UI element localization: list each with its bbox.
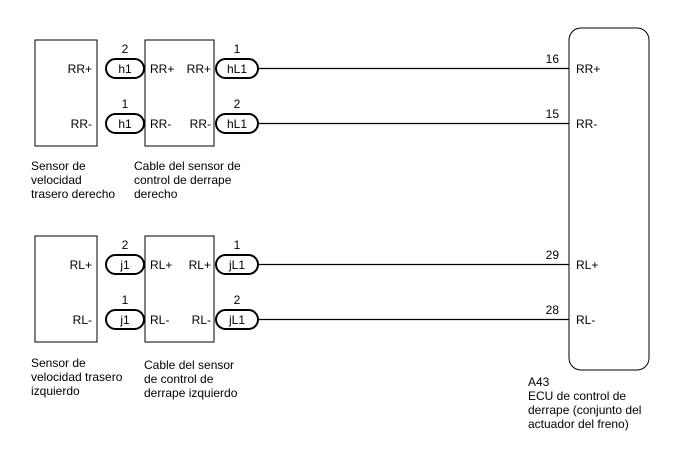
rl-cable-in-minus: RL- [150, 313, 169, 327]
rl-cable-out-plus: RL+ [189, 258, 211, 272]
ecu-terminal-rl-plus: RL+ [576, 258, 598, 272]
rl-cable-out-minus: RL- [192, 313, 211, 327]
rr-sensor-caption-3: trasero derecho [31, 187, 115, 201]
left-cable-caption-1: Cable del sensor [144, 358, 234, 372]
j1-connector-plus [105, 254, 145, 275]
ecu-pin-28: 28 [546, 303, 560, 317]
ecu-terminal-rr-plus: RR+ [576, 62, 600, 76]
left-sensor-cable-box [144, 235, 215, 343]
left-cable-caption-3: derrape izquierdo [144, 386, 238, 400]
right-cable-caption-3: derecho [134, 187, 178, 201]
rr-cable-out-plus: RR+ [187, 62, 211, 76]
hl1-pin-number-minus: 2 [234, 97, 241, 111]
h1-connector-minus [105, 113, 145, 134]
rear-right-speed-sensor-box [34, 39, 98, 147]
rr-cable-in-plus: RR+ [150, 62, 174, 76]
ecu-terminal-rl-minus: RL- [576, 313, 595, 327]
rl-sensor-pin-plus: RL+ [70, 258, 92, 272]
jl1-pin-number-minus: 2 [234, 293, 241, 307]
jl1-connector-label-minus: jL1 [228, 313, 245, 327]
rr-sensor-caption-1: Sensor de [31, 159, 86, 173]
h1-connector-plus [105, 58, 145, 79]
rear-left-speed-sensor-box [34, 235, 98, 343]
ecu-pin-29: 29 [546, 248, 560, 262]
rr-cable-out-minus: RR- [190, 117, 211, 131]
rr-sensor-pin-plus: RR+ [68, 62, 92, 76]
rr-sensor-caption-2: velocidad [31, 173, 82, 187]
j1-connector-minus [105, 309, 145, 330]
jl1-connector-label-plus: jL1 [228, 258, 245, 272]
hl1-connector-label-plus: hL1 [227, 62, 247, 76]
right-cable-caption-1: Cable del sensor de [134, 159, 241, 173]
rl-sensor-caption-3: izquierdo [31, 384, 80, 398]
ecu-pin-15: 15 [546, 107, 560, 121]
h1-pin-number-plus: 2 [122, 42, 129, 56]
hl1-pin-number-plus: 1 [234, 42, 241, 56]
right-cable-caption-2: control de derrape [134, 173, 232, 187]
rl-sensor-caption-1: Sensor de [31, 356, 86, 370]
rl-sensor-pin-minus: RL- [73, 313, 92, 327]
ecu-code: A43 [528, 375, 550, 389]
hl1-connector-label-minus: hL1 [227, 117, 247, 131]
jl1-pin-number-plus: 1 [234, 238, 241, 252]
j1-connector-label-plus: j1 [119, 258, 130, 272]
ecu-caption-1: ECU de control de [528, 389, 626, 403]
ecu-box [568, 27, 650, 371]
ecu-terminal-rr-minus: RR- [576, 117, 597, 131]
ecu-pin-16: 16 [546, 52, 560, 66]
rl-cable-in-plus: RL+ [150, 258, 172, 272]
j1-connector-label-minus: j1 [119, 313, 130, 327]
h1-connector-label-minus: h1 [118, 117, 132, 131]
j1-pin-number-minus: 1 [122, 293, 129, 307]
h1-pin-number-minus: 1 [122, 97, 129, 111]
right-sensor-cable-box [144, 39, 215, 147]
ecu-caption-3: actuador del freno) [528, 417, 629, 431]
rr-sensor-pin-minus: RR- [71, 117, 92, 131]
j1-pin-number-plus: 2 [122, 238, 129, 252]
h1-connector-label-plus: h1 [118, 62, 132, 76]
left-cable-caption-2: de control de [144, 372, 214, 386]
rl-sensor-caption-2: velocidad trasero [31, 370, 123, 384]
ecu-caption-2: derrape (conjunto del [528, 403, 641, 417]
rr-cable-in-minus: RR- [150, 117, 171, 131]
